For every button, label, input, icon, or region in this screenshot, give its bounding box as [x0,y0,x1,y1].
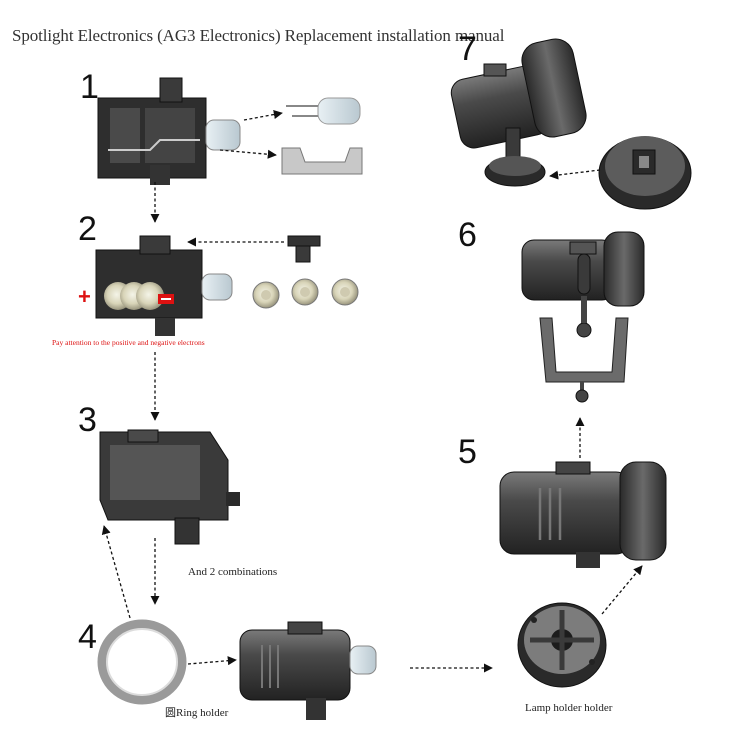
instruction-arrows [101,110,643,673]
step7-lamp-on-stand [450,38,587,187]
step3-housing [99,429,240,545]
step4-lamp-body [239,621,377,720]
step-number-6: 6 [458,216,477,254]
step4-ring [97,619,187,705]
arrow-cap-to-stand [549,169,601,180]
step6-lamp [521,231,645,338]
arrow-ring-to-housing [101,525,131,619]
step-number-7: 7 [458,30,477,68]
polarity-warning: Pay attention to the positive and negati… [52,338,205,347]
ring-prefix-char: 圆 [165,707,176,719]
step-number-1: 1 [80,68,99,106]
step-number-2: 2 [78,210,97,248]
ring-holder-caption: 圆Ring holder [165,704,228,720]
positive-sign: + [78,284,91,309]
step-number-4: 4 [78,618,97,656]
step6-bracket [539,317,629,403]
lamp-holder-base [517,602,607,688]
page-title: Spotlight Electronics (AG3 Electronics) … [12,26,505,45]
arrow-holder-to-step5 [601,565,643,615]
step1-housing [97,77,241,185]
step2-button-cap [287,235,321,263]
step-number-3: 3 [78,401,97,439]
step1-led [286,97,361,125]
step2-coin-cells [252,278,359,309]
ring-holder-label: Ring holder [176,707,229,719]
combinations-caption: And 2 combinations [188,566,278,578]
step7-base-cap [598,136,692,210]
lamp-holder-caption: Lamp holder holder [525,702,613,714]
arrow-to-led [243,110,283,121]
arrow-ring-to-body [187,656,237,666]
step-number-5: 5 [458,433,477,471]
arrow-to-clip [219,149,277,159]
step5-assembled-lamp [499,461,667,568]
step2-housing [95,235,233,336]
step1-clip [281,147,363,175]
